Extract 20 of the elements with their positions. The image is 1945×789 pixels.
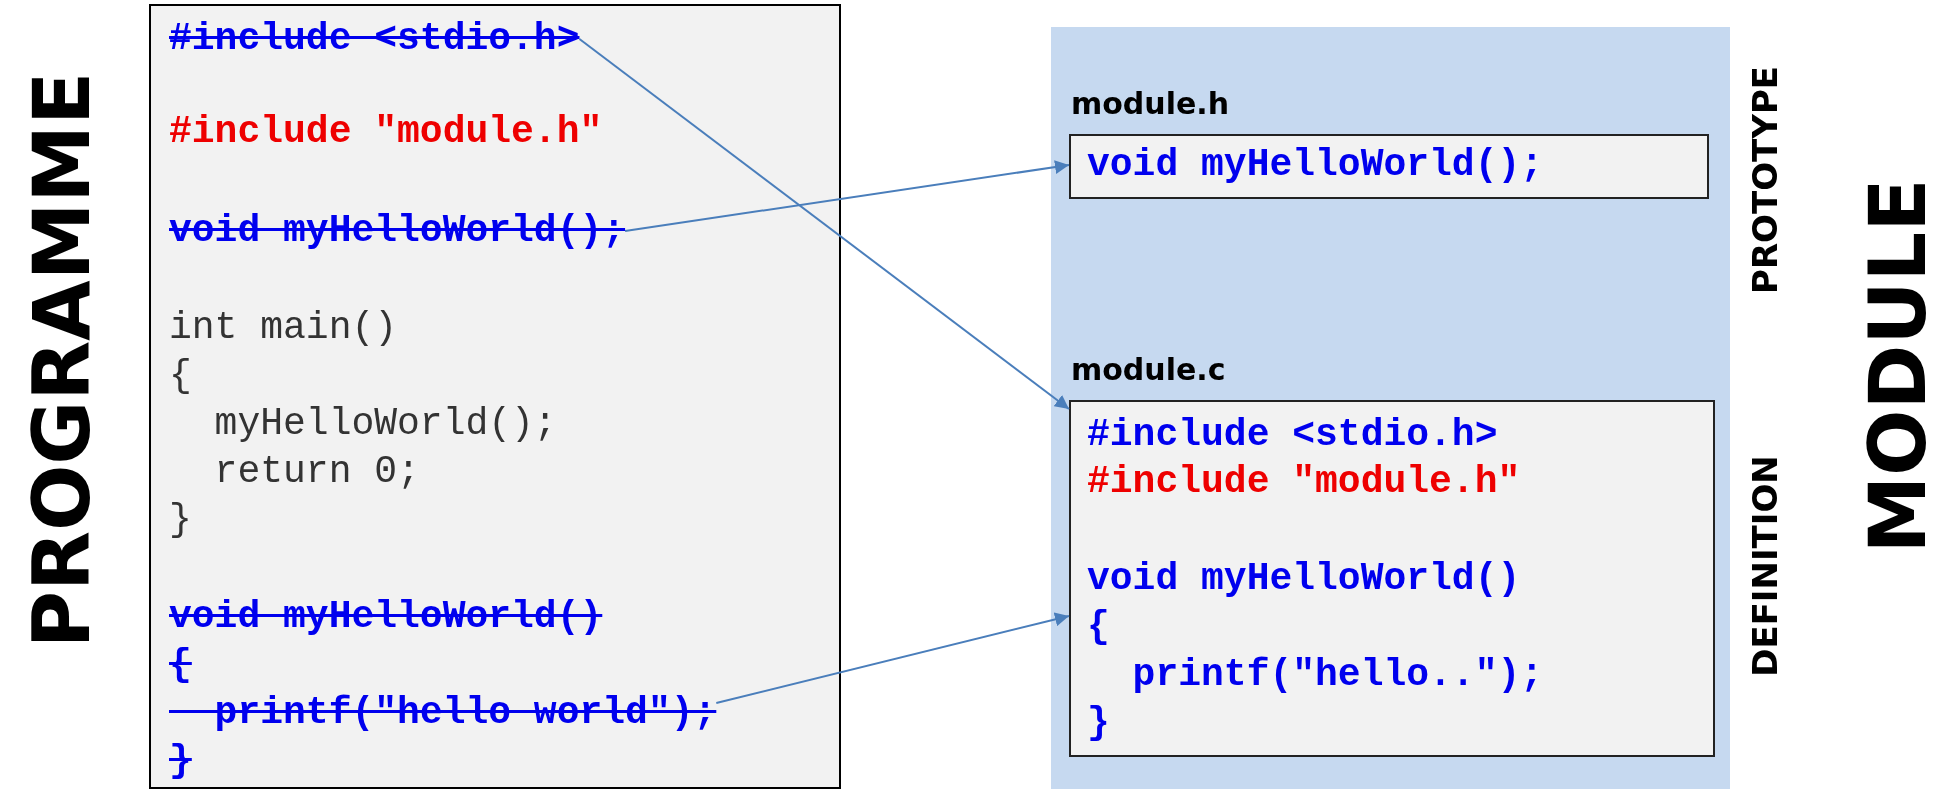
code-line: int main() { myHelloWorld(); return 0; } [169, 304, 557, 544]
code-line: void myHelloWorld(); [1087, 142, 1544, 188]
code-line: void myHelloWorld() { printf("hello.."); } [1087, 556, 1544, 746]
side-label: DEFINITION [1745, 455, 1785, 677]
module-panel [1051, 27, 1730, 789]
code-line: #include <stdio.h> [1087, 412, 1498, 458]
section-title: PROGRAMME [17, 71, 107, 649]
code-line: #include "module.h" [169, 108, 603, 156]
section-title: MODULE [1853, 178, 1943, 554]
arrow [578, 38, 1070, 410]
code-line: #include "module.h" [1087, 459, 1521, 505]
code-line: void myHelloWorld(); [169, 207, 626, 255]
arrow [624, 160, 1070, 232]
file-heading: module.c [1071, 352, 1226, 387]
side-label: PROTOTYPE [1745, 65, 1785, 295]
code-line: #include <stdio.h> [169, 15, 580, 63]
code-line: void myHelloWorld() { printf("hello world"); } [169, 593, 717, 785]
file-heading: module.h [1071, 86, 1230, 121]
code-panel [149, 4, 841, 789]
arrow [715, 612, 1070, 704]
